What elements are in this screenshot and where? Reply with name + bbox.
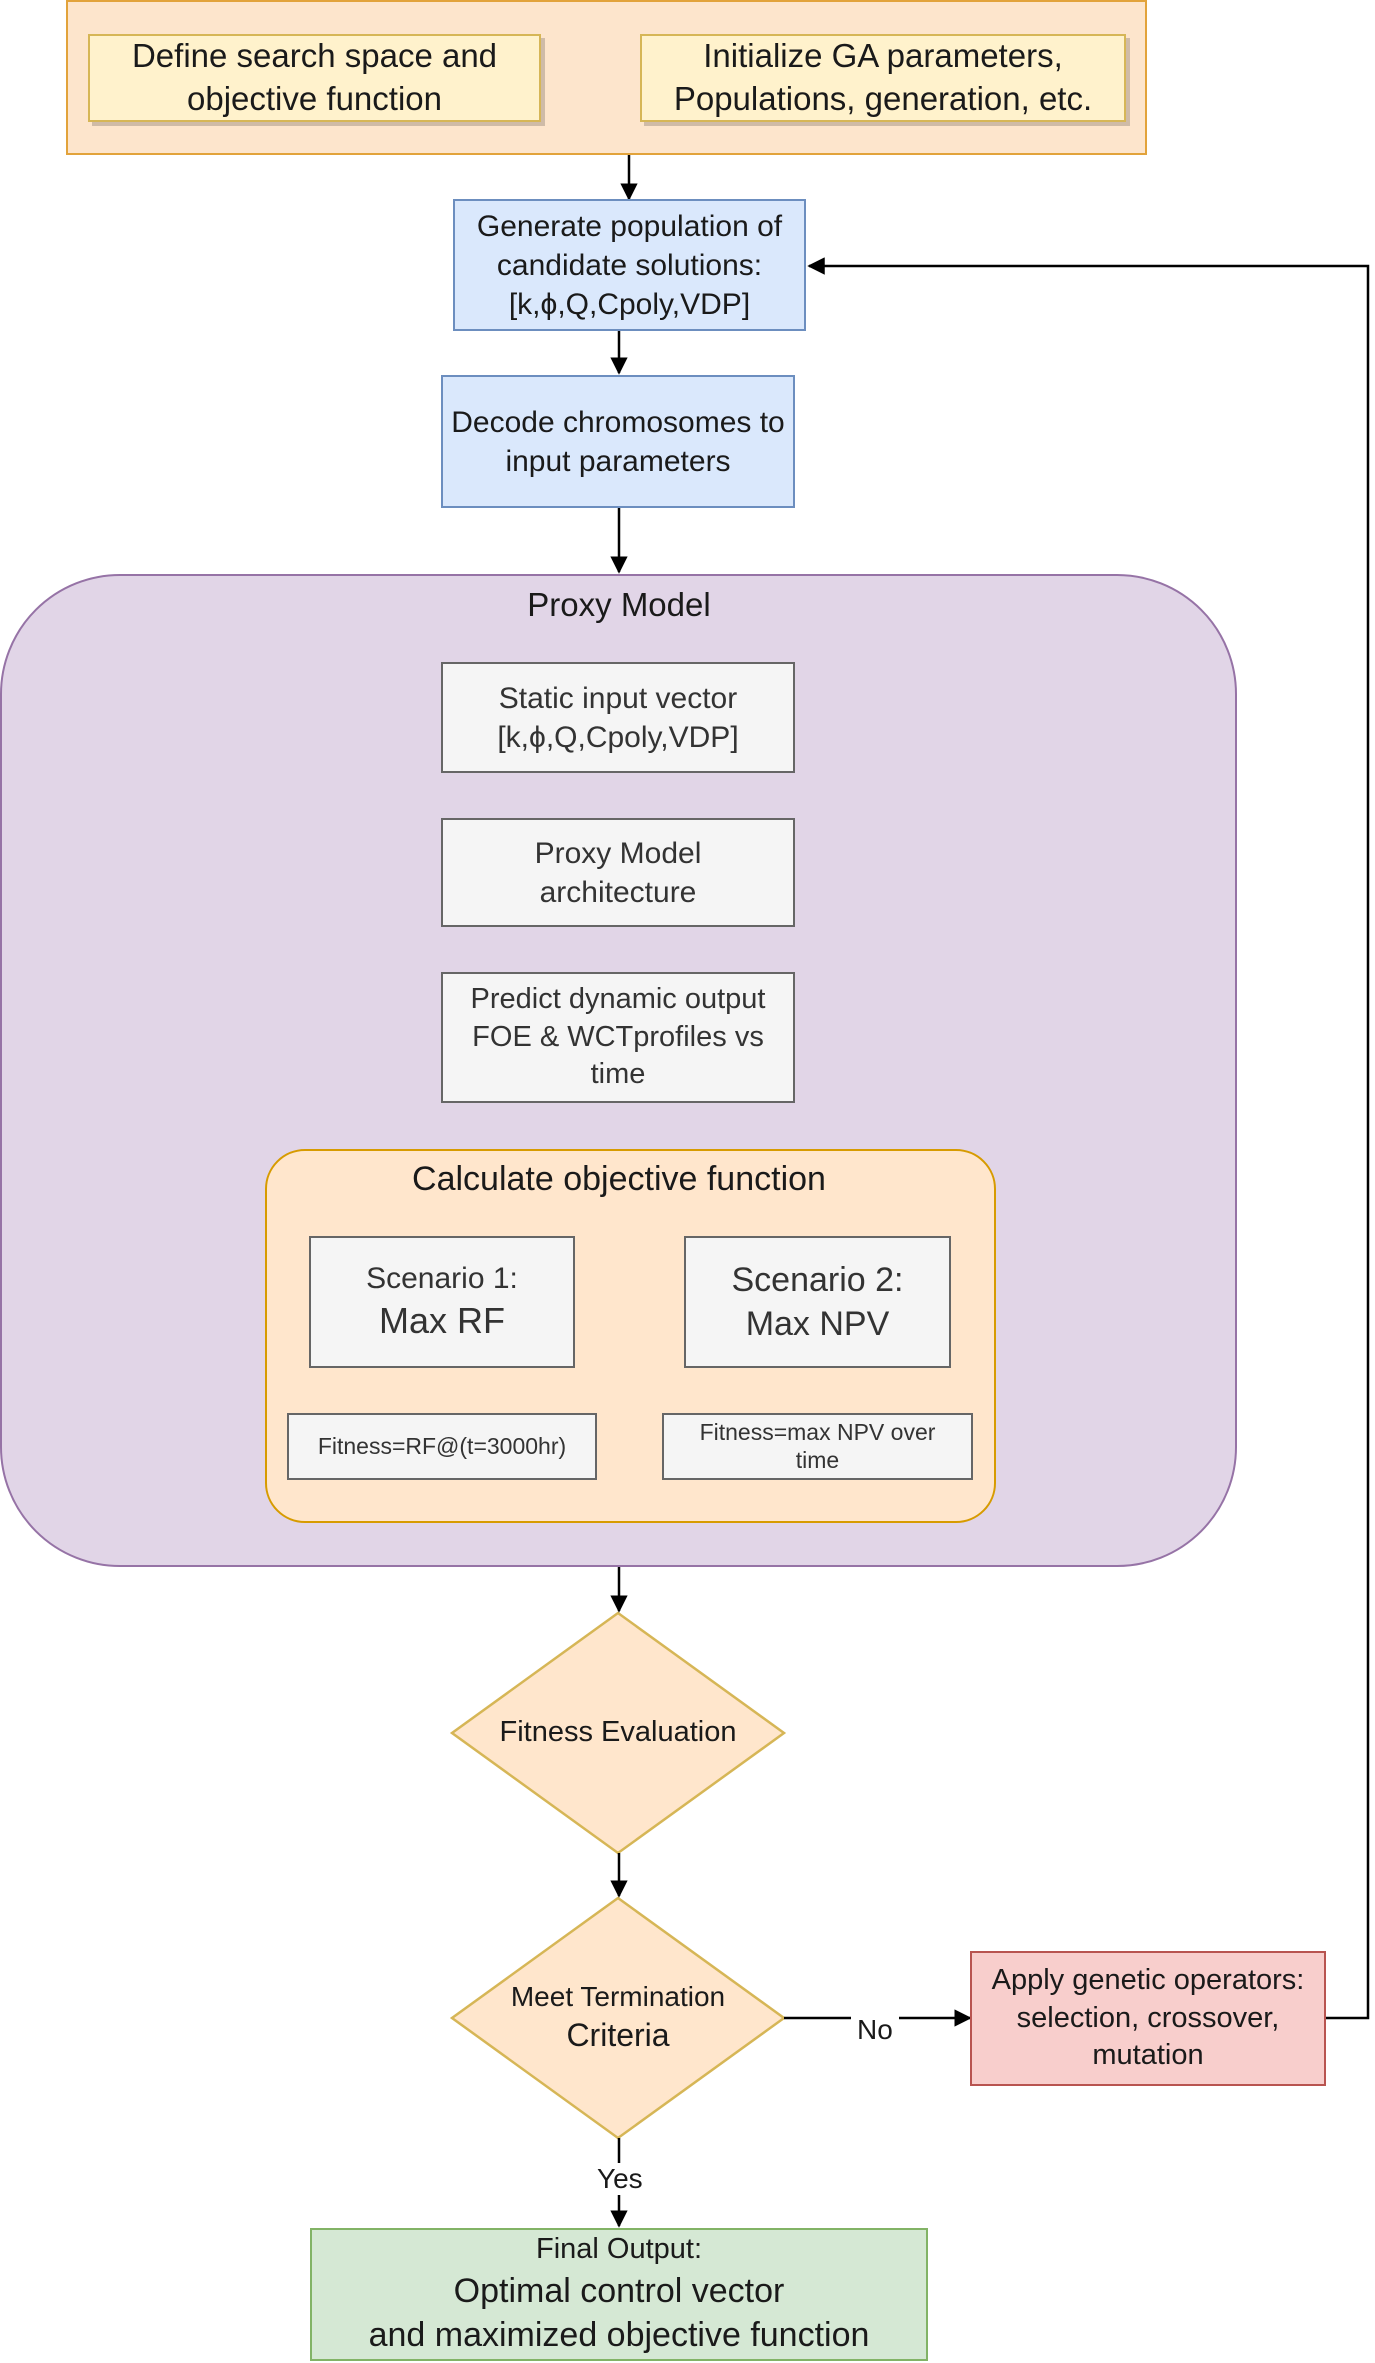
- scenario2-line-2: Max NPV: [745, 1305, 890, 1343]
- static-input-line-1: Static input vector: [498, 681, 738, 715]
- fitness-rf-box[interactable]: Fitness=RF@(t=3000hr): [287, 1413, 597, 1480]
- predict-dynamic-output-box[interactable]: Predict dynamic output FOE & WCTprofiles…: [441, 972, 795, 1103]
- generate-line-2: candidate solutions:: [496, 248, 763, 282]
- genetic-ops-line-2: selection, crossover,: [1016, 2001, 1280, 2034]
- fitness-evaluation-label[interactable]: Fitness Evaluation: [452, 1693, 784, 1773]
- fitness-eval-text: Fitness Evaluation: [499, 1716, 737, 1749]
- final-output-line-1: Final Output:: [535, 2233, 703, 2266]
- initialize-ga-box[interactable]: Initialize GA parameters, Populations, g…: [640, 34, 1126, 122]
- scenario1-line-2: Max RF: [379, 1300, 505, 1342]
- termination-line-1: Meet Termination: [510, 1981, 726, 2012]
- generate-population-box[interactable]: Generate population of candidate solutio…: [453, 199, 806, 331]
- decode-chromosomes-box[interactable]: Decode chromosomes to input parameters: [441, 375, 795, 508]
- calculate-objective-title: Calculate objective function: [412, 1160, 826, 1198]
- decode-line-2: input parameters: [505, 444, 731, 478]
- genetic-ops-line-3: mutation: [1092, 2039, 1204, 2072]
- decode-line-1: Decode chromosomes to: [451, 405, 785, 439]
- edge-label-no: No: [851, 2014, 899, 2046]
- static-input-vector-box[interactable]: Static input vector [k,ϕ,Q,Cpoly,VDP]: [441, 662, 795, 773]
- final-output-box[interactable]: Final Output: Optimal control vector and…: [310, 2228, 928, 2361]
- define-search-space-box[interactable]: Define search space and objective functi…: [88, 34, 541, 122]
- proxy-arch-line-2: architecture: [539, 875, 697, 909]
- generate-line-1: Generate population of: [476, 209, 783, 243]
- genetic-ops-line-1: Apply genetic operators:: [991, 1963, 1305, 1996]
- define-search-line-2: objective function: [187, 80, 442, 117]
- fitness-npv-line-2: time: [795, 1446, 840, 1473]
- edge-label-yes: Yes: [591, 2163, 649, 2195]
- termination-criteria-label[interactable]: Meet Termination Criteria: [452, 1968, 784, 2068]
- fitness-npv-line-1: Fitness=max NPV over: [699, 1418, 936, 1445]
- define-search-line-1: Define search space and: [131, 37, 498, 75]
- edge-genetic-ops-loop: [807, 257, 1370, 2020]
- predict-line-1: Predict dynamic output: [470, 982, 766, 1015]
- scenario-2-box[interactable]: Scenario 2: Max NPV: [684, 1236, 951, 1368]
- final-output-line-2: Optimal control vector: [453, 2272, 785, 2311]
- generate-line-3: [k,ϕ,Q,Cpoly,VDP]: [508, 287, 751, 321]
- final-output-line-3: and maximized objective function: [368, 2316, 870, 2355]
- static-input-line-2: [k,ϕ,Q,Cpoly,VDP]: [497, 720, 739, 754]
- apply-genetic-operators-box[interactable]: Apply genetic operators: selection, cros…: [970, 1951, 1326, 2086]
- scenario2-line-1: Scenario 2:: [731, 1260, 904, 1299]
- proxy-arch-line-1: Proxy Model: [534, 836, 702, 870]
- proxy-model-architecture-box[interactable]: Proxy Model architecture: [441, 818, 795, 927]
- init-ga-line-2: Populations, generation, etc.: [673, 80, 1093, 117]
- fitness-rf-text: Fitness=RF@(t=3000hr): [317, 1432, 567, 1459]
- init-ga-line-1: Initialize GA parameters,: [703, 37, 1063, 75]
- proxy-model-title: Proxy Model: [527, 586, 711, 623]
- scenario1-line-1: Scenario 1:: [366, 1262, 518, 1296]
- scenario-1-box[interactable]: Scenario 1: Max RF: [309, 1236, 575, 1368]
- predict-line-2: FOE & WCTprofiles vs: [472, 1020, 764, 1053]
- predict-line-3: time: [590, 1058, 646, 1091]
- fitness-npv-box[interactable]: Fitness=max NPV over time: [662, 1413, 973, 1480]
- termination-line-2: Criteria: [566, 2017, 670, 2054]
